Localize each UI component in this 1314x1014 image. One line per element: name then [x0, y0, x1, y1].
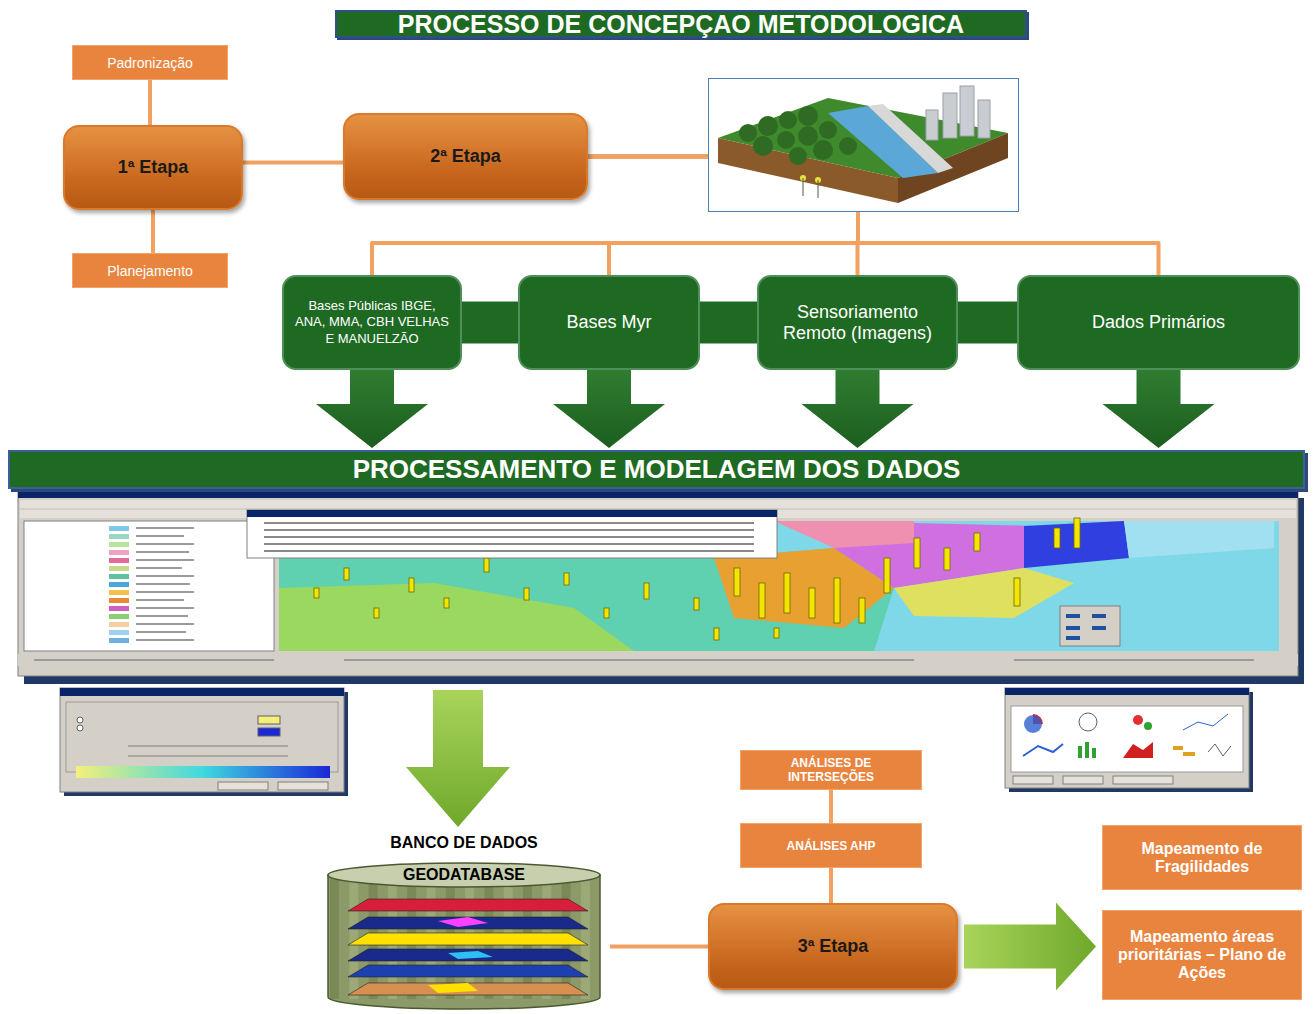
node-label: Bases Públicas IBGE, ANA, MMA, CBH VELHA… [292, 298, 452, 347]
node-label: Dados Primários [1092, 312, 1225, 333]
source-link-bar [700, 302, 757, 344]
color-ramp-dialog [58, 686, 350, 798]
node-label: Planejamento [107, 263, 193, 279]
branch-connector [588, 157, 858, 276]
connector-line [151, 210, 155, 253]
connector-line [148, 80, 152, 125]
node-label: Sensoriamento Remoto (Imagens) [767, 302, 948, 344]
branch-connector [588, 157, 858, 276]
cylinder-shape [318, 861, 610, 1011]
source-box: Bases Públicas IBGE, ANA, MMA, CBH VELHA… [282, 275, 462, 370]
connector-line [610, 945, 708, 949]
result-box: Mapeamento áreas prioritárias – Plano de… [1102, 910, 1302, 1000]
diagram-title: PROCESSO DE CONCEPÇAO METODOLOGICA [398, 10, 964, 38]
connector-line [829, 868, 833, 903]
connector-line [243, 161, 343, 165]
source-link-bar [958, 302, 1017, 344]
step-tag: Padronização [72, 45, 228, 80]
node-label: ANÁLISES AHP [787, 839, 876, 853]
node-label: ANÁLISES DE INTERSEÇÕES [747, 756, 915, 784]
source-box: Sensoriamento Remoto (Imagens) [757, 275, 958, 370]
database-cylinder: BANCO DE DADOS GEODATABASE [318, 833, 610, 1011]
flow-arrow [316, 370, 428, 448]
node-label: Padronização [107, 55, 193, 71]
source-box: Bases Myr [518, 275, 700, 370]
stage-box: 3ª Etapa [708, 903, 958, 990]
node-label: 3ª Etapa [798, 936, 869, 957]
step-tag: Planejamento [72, 253, 228, 288]
node-sublabel: GEODATABASE [318, 865, 610, 885]
chart-type-dialog [1003, 686, 1255, 794]
analysis-box: ANÁLISES DE INTERSEÇÕES [740, 750, 922, 790]
result-box: Mapeamento de Fragilidades [1102, 825, 1302, 890]
flow-arrow [1103, 370, 1215, 448]
node-label: Mapeamento áreas prioritárias – Plano de… [1109, 928, 1295, 982]
title-band: PROCESSO DE CONCEPÇAO METODOLOGICA [335, 10, 1027, 38]
gis-screenshot [14, 488, 1306, 686]
flow-arrow [406, 690, 510, 827]
node-label: Bases Myr [566, 312, 651, 333]
branch-connector [588, 157, 1159, 276]
flow-arrow [802, 370, 914, 448]
analysis-box: ANÁLISES AHP [740, 823, 922, 868]
stage-box: 1ª Etapa [63, 125, 243, 210]
node-label: PROCESSAMENTO E MODELAGEM DOS DADOS [353, 454, 961, 485]
node-label: Mapeamento de Fragilidades [1109, 840, 1295, 876]
stage-box: 2ª Etapa [343, 113, 588, 200]
connector-line [829, 790, 833, 823]
process-band: PROCESSAMENTO E MODELAGEM DOS DADOS [8, 450, 1305, 489]
result-arrow [964, 903, 1096, 991]
source-link-bar [462, 302, 518, 344]
terrain-illustration [708, 78, 1019, 212]
flow-arrow [553, 370, 665, 448]
node-label: BANCO DE DADOS [318, 833, 610, 853]
node-label: 1ª Etapa [118, 157, 189, 178]
node-label: 2ª Etapa [430, 146, 501, 167]
source-box: Dados Primários [1017, 275, 1300, 370]
